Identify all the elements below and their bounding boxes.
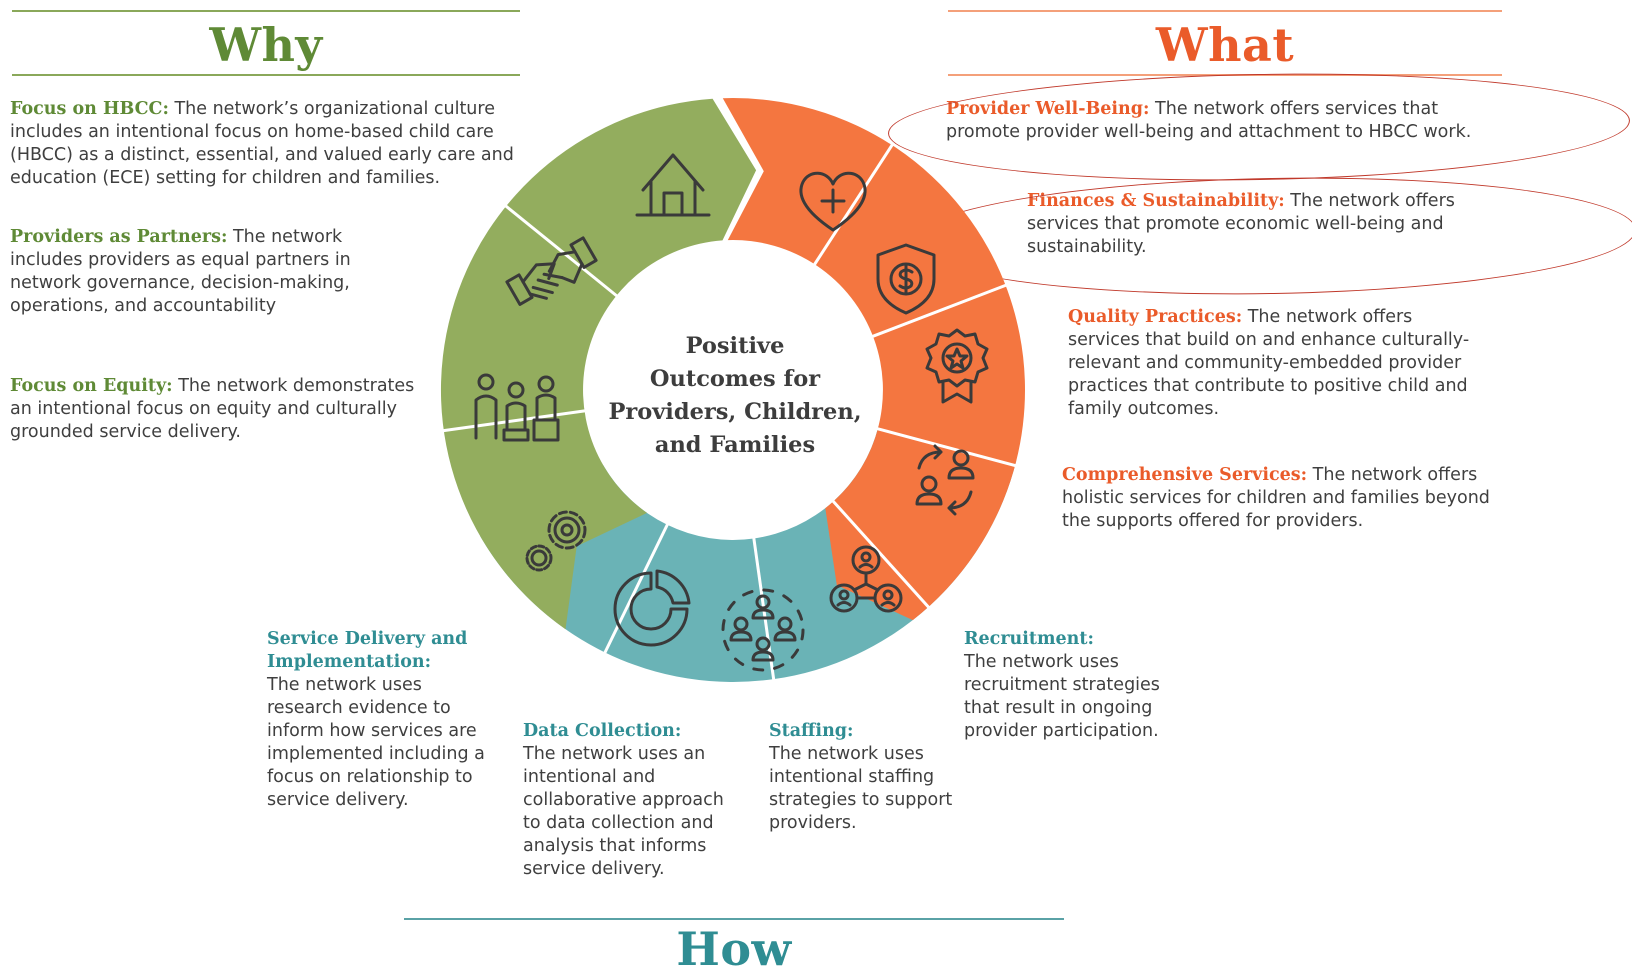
wheel-center-hole bbox=[585, 242, 881, 538]
why-heading: Why bbox=[209, 18, 323, 72]
how-data-collection-text: The network uses an intentional and coll… bbox=[523, 744, 724, 879]
why-focus-hbcc-text: The network’s organizational culture inc… bbox=[10, 99, 514, 188]
what-finances: Finances & Sustainability: The network o… bbox=[1027, 190, 1497, 259]
how-segment-divider bbox=[602, 522, 670, 655]
why-focus-equity: Focus on Equity: The network demonstrate… bbox=[10, 375, 422, 444]
center-outcomes-text: Positive Outcomes for Providers, Childre… bbox=[590, 330, 880, 462]
what-comprehensive-services-text: The network offers holistic services for… bbox=[1062, 465, 1490, 531]
how-staffing: Staffing: The network uses intentional st… bbox=[769, 720, 965, 835]
what-heading: What bbox=[1155, 18, 1295, 72]
why-providers-partners: Providers as Partners: The network inclu… bbox=[10, 226, 380, 318]
what-segment-divider bbox=[812, 142, 895, 267]
gears-icon bbox=[525, 510, 587, 572]
what-provider-wellbeing: Provider Well-Being: The network offers … bbox=[946, 98, 1506, 144]
why-focus-equity-text: The network demonstrates an intentional … bbox=[10, 376, 415, 442]
people-equity-icon bbox=[474, 373, 560, 442]
why-band bbox=[440, 98, 757, 630]
how-segment-divider bbox=[830, 498, 931, 610]
how-service-delivery-text: The network uses research evidence to in… bbox=[267, 675, 485, 810]
network-people-icon bbox=[829, 545, 903, 613]
what-finances-label: Finances & Sustainability: bbox=[1027, 191, 1285, 211]
what-band bbox=[722, 98, 1025, 621]
what-quality-practices-text: The network offers services that build o… bbox=[1068, 307, 1470, 419]
what-top-rule bbox=[948, 10, 1502, 12]
what-comprehensive-services: Comprehensive Services: The network offe… bbox=[1062, 464, 1507, 533]
wheel-dividers bbox=[441, 142, 1018, 682]
what-segment-divider bbox=[870, 283, 1009, 339]
how-heading: How bbox=[676, 922, 792, 976]
donut-chart-icon bbox=[613, 569, 691, 647]
center-line-1: Positive bbox=[685, 333, 785, 359]
how-staffing-label: Staffing: bbox=[769, 721, 854, 741]
why-focus-equity-label: Focus on Equity: bbox=[10, 376, 173, 396]
people-exchange-icon bbox=[915, 444, 975, 516]
wheel-segments bbox=[440, 98, 1025, 682]
handshake-icon bbox=[505, 236, 598, 306]
group-circle-icon bbox=[721, 588, 805, 672]
how-recruitment-label: Recruitment: bbox=[964, 629, 1094, 649]
what-finances-text: The network offers services that promote… bbox=[1027, 191, 1455, 257]
what-comprehensive-services-label: Comprehensive Services: bbox=[1062, 465, 1308, 485]
why-focus-hbcc-label: Focus on HBCC: bbox=[10, 99, 169, 119]
what-provider-wellbeing-text: The network offers services that promote… bbox=[946, 99, 1472, 142]
what-quality-practices: Quality Practices: The network offers se… bbox=[1068, 306, 1488, 421]
how-service-delivery: Service Delivery and Implementation:The … bbox=[267, 628, 502, 812]
award-ribbon-icon bbox=[925, 328, 989, 404]
what-quality-practices-label: Quality Practices: bbox=[1068, 307, 1243, 327]
why-providers-partners-text: The network includes providers as equal … bbox=[10, 227, 351, 316]
what-provider-wellbeing-label: Provider Well-Being: bbox=[946, 99, 1150, 119]
why-providers-partners-label: Providers as Partners: bbox=[10, 227, 228, 247]
center-line-4: and Families bbox=[654, 432, 816, 458]
what-segment-divider bbox=[875, 426, 1018, 468]
how-staffing-text: The network uses intentional staffing st… bbox=[769, 744, 953, 833]
wheel-icons bbox=[474, 153, 989, 672]
how-recruitment-text: The network uses recruitment strategies … bbox=[964, 652, 1160, 741]
what-bottom-rule bbox=[948, 74, 1502, 76]
why-focus-hbcc: Focus on HBCC: The network’s organizatio… bbox=[10, 98, 530, 190]
center-line-3: Providers, Children, bbox=[608, 399, 862, 425]
why-segment-divider bbox=[503, 203, 619, 299]
heart-plus-icon bbox=[799, 171, 867, 232]
how-top-rule bbox=[404, 918, 1064, 920]
why-top-rule bbox=[12, 10, 520, 12]
how-service-delivery-label: Service Delivery and Implementation: bbox=[267, 629, 468, 672]
how-recruitment: Recruitment: The network uses recruitment… bbox=[964, 628, 1179, 743]
why-bottom-rule bbox=[12, 74, 520, 76]
shield-dollar-icon bbox=[876, 243, 936, 315]
how-data-collection: Data Collection: The network uses an inte… bbox=[523, 720, 745, 881]
how-data-collection-label: Data Collection: bbox=[523, 721, 682, 741]
house-icon bbox=[635, 153, 711, 217]
why-segment-divider bbox=[441, 409, 587, 433]
center-line-2: Outcomes for bbox=[649, 366, 821, 392]
